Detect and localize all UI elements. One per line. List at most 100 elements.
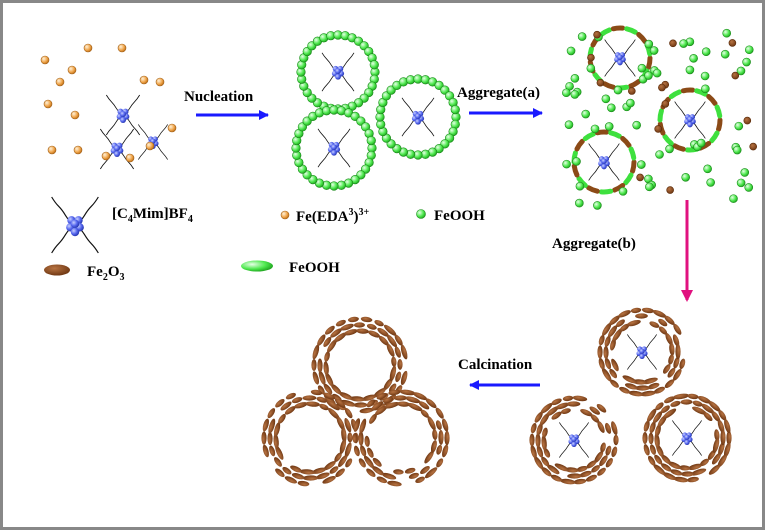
fe2o3-particle <box>529 433 535 447</box>
fe2o3-particle <box>358 458 366 468</box>
fe2o3-particle <box>326 400 340 411</box>
feooh-particle <box>562 88 571 98</box>
fe2o3-particle <box>550 474 563 482</box>
fe2o3-particle <box>418 401 430 410</box>
fe2o3-particle <box>701 403 715 414</box>
fe2o3-particle <box>630 307 642 314</box>
fe2o3-particle <box>383 378 393 391</box>
fe2o3-particle <box>546 406 559 417</box>
fe2o3-particle <box>284 476 298 484</box>
fe2o3-particle <box>541 456 550 467</box>
fe2o3-particle <box>628 390 644 397</box>
fe2o3-particle <box>723 442 731 458</box>
label-calcination: Calcination <box>458 357 533 373</box>
fe2o3-particle <box>649 321 660 328</box>
fe2o3-particle <box>534 411 543 423</box>
feooh-particle <box>369 60 379 70</box>
fe2o3-particle <box>666 186 674 194</box>
fe2o3-particle <box>432 429 438 441</box>
fe2o3-particle <box>340 399 356 407</box>
fe2o3-particle <box>345 458 353 468</box>
fe2o3-particle <box>576 465 588 472</box>
fe2o3-particle <box>344 442 352 458</box>
fe2o3-particle <box>540 403 553 414</box>
fe2o3-particle <box>438 429 444 445</box>
fe2o3-particle <box>319 403 329 411</box>
shell-segment <box>628 146 637 161</box>
fe2o3-particle <box>366 399 376 408</box>
shell-segment <box>612 182 626 193</box>
fe2o3-particle <box>297 480 310 487</box>
fe2o3-particle <box>310 389 323 396</box>
fe2o3-particle <box>673 356 680 369</box>
fe2o3-particle <box>551 411 562 420</box>
fe2o3-particle <box>658 326 668 335</box>
fe2o3-particle <box>366 468 376 477</box>
fe2o3-particle <box>720 429 726 446</box>
fe2o3-particle <box>718 410 727 421</box>
fe2o3-particle <box>717 419 725 433</box>
fe2o3-particle <box>667 367 676 378</box>
stage4-aggregate-b <box>529 307 732 485</box>
shell-segment <box>657 108 664 123</box>
fe2o3-particle <box>353 402 368 408</box>
fe2o3-particle <box>278 413 286 424</box>
fe2o3-particle <box>317 385 325 395</box>
feooh-particle <box>618 187 628 196</box>
shell-segment <box>620 136 632 148</box>
fe2o3-particle <box>589 406 600 415</box>
fe2o3-particle <box>703 412 713 422</box>
feooh-particle <box>566 46 576 56</box>
fe2o3-particle <box>344 329 358 336</box>
fe2o3-particle <box>597 421 605 433</box>
fe2o3-particle <box>330 328 342 338</box>
fe2o3-particle <box>600 442 606 453</box>
fe2o3-particle <box>670 400 681 407</box>
fe2o3-particle <box>316 396 328 403</box>
fe2o3-particle <box>664 379 675 389</box>
fe2o3-particle <box>312 344 320 360</box>
label-aggregate-a: Aggregate(a) <box>457 85 540 101</box>
fe2o3-particle <box>371 401 384 411</box>
fe2o3-particle <box>547 464 560 475</box>
fe2o3-particle <box>324 325 335 335</box>
fe2o3-particle <box>610 379 619 388</box>
fe2o3-particle <box>609 338 616 351</box>
feooh-particle <box>665 144 674 154</box>
fe2o3-particle <box>322 476 336 484</box>
fe2o3-particle <box>444 430 450 446</box>
feooh-particle <box>720 49 730 59</box>
shell-segment <box>630 159 637 174</box>
fe2o3-particle <box>397 359 403 370</box>
fe2o3-particle <box>717 454 728 468</box>
shell-segment <box>714 104 723 119</box>
fe2o3-particle <box>662 364 671 374</box>
fe2o3-particle <box>323 336 332 347</box>
feooh-particle <box>744 183 754 192</box>
fe2o3-particle <box>653 386 665 394</box>
fe-complex-particle <box>101 151 111 161</box>
fe2o3-particle <box>305 401 320 407</box>
fe2o3-particle <box>647 382 660 390</box>
fe2o3-particle <box>664 396 676 404</box>
fe2o3-particle <box>371 466 384 476</box>
fe2o3-particle <box>603 345 609 360</box>
fe2o3-particle <box>335 468 345 478</box>
fe2o3-particle <box>679 358 686 370</box>
shell-segment <box>672 143 686 152</box>
fe-complex-particle <box>83 43 93 53</box>
shell-segment <box>668 89 682 100</box>
feooh-particle <box>577 32 587 41</box>
fe2o3-particle <box>599 455 608 467</box>
fe2o3-particle <box>311 359 317 371</box>
fe2o3-particle <box>324 351 330 362</box>
fe2o3-particle <box>560 478 576 485</box>
feooh-particle <box>740 168 750 177</box>
fe2o3-particle <box>662 408 677 419</box>
fe2o3-particle <box>615 319 625 327</box>
fe2o3-particle <box>267 432 273 446</box>
fe2o3-particle <box>688 463 702 471</box>
fe2o3-particle <box>282 466 292 475</box>
fe2o3-particle <box>366 323 377 330</box>
fe2o3-particle <box>619 323 630 332</box>
